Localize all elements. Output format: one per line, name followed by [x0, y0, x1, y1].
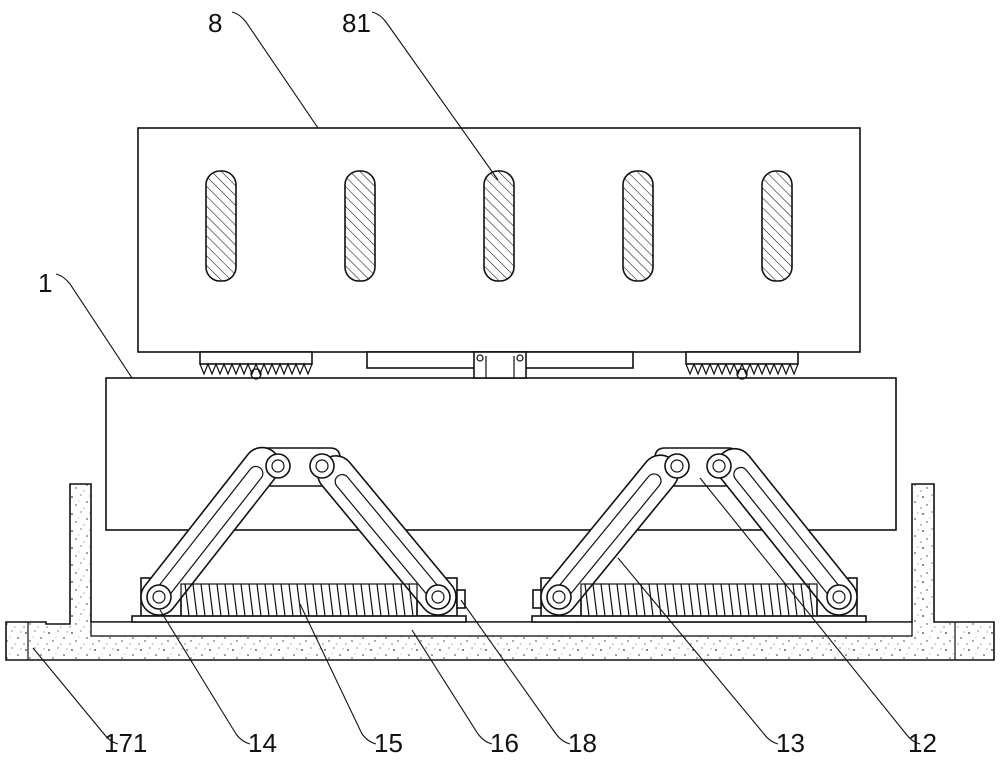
slot	[483, 170, 515, 282]
label-16: 16	[490, 728, 519, 758]
slot	[622, 170, 654, 282]
leader-1	[55, 273, 133, 379]
scissor-right	[531, 447, 867, 623]
leader-lines	[32, 11, 921, 745]
bottom-plate	[90, 621, 913, 637]
label-171: 171	[104, 728, 147, 758]
leader-171	[32, 647, 119, 745]
label-1: 1	[38, 268, 52, 298]
spring-right	[580, 583, 818, 617]
leader-12	[699, 477, 921, 745]
leader-13	[617, 557, 779, 745]
base-frame	[5, 483, 995, 661]
slot	[344, 170, 376, 282]
label-14: 14	[248, 728, 277, 758]
spring-left	[180, 583, 418, 617]
leader-8	[231, 11, 319, 129]
gear-rack-right	[685, 351, 799, 380]
label-15: 15	[374, 728, 403, 758]
slot-group	[205, 170, 793, 282]
leader-15	[299, 603, 377, 745]
label-8: 8	[208, 8, 222, 38]
center-guide	[366, 351, 634, 379]
leader-81	[371, 11, 499, 181]
leader-14	[159, 609, 251, 745]
leader-18	[460, 599, 571, 745]
leader-16	[411, 629, 493, 745]
label-13: 13	[776, 728, 805, 758]
label-81: 81	[342, 8, 371, 38]
label-18: 18	[568, 728, 597, 758]
slot	[205, 170, 237, 282]
scissor-left	[131, 446, 467, 623]
gear-rack-left	[199, 351, 313, 380]
label-12: 12	[908, 728, 937, 758]
slot	[761, 170, 793, 282]
